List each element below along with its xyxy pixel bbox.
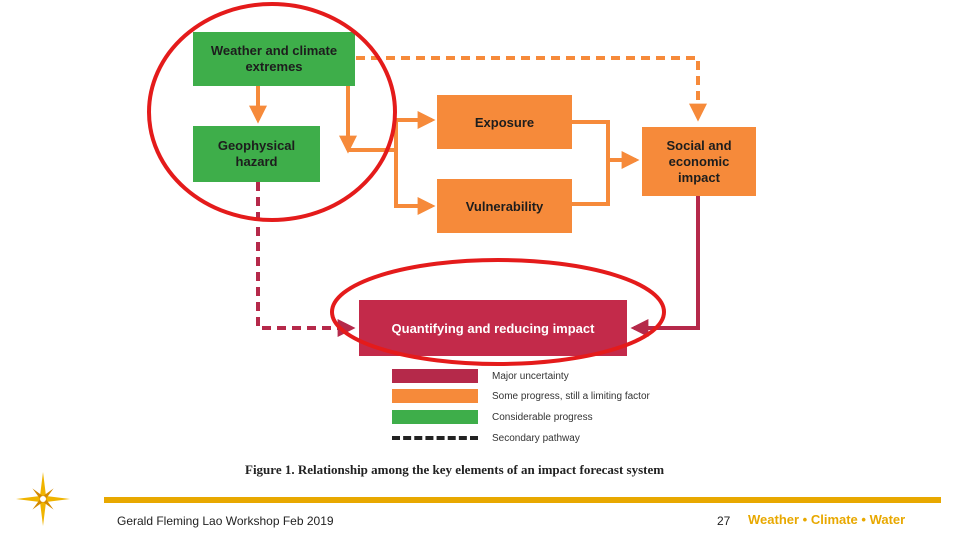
legend-label: Some progress, still a limiting factor [492,390,650,402]
footer-page-number: 27 [717,514,731,528]
dashed-weather-to-social [356,56,707,122]
legend-item-secondary-pathway: Secondary pathway [392,431,580,445]
footer-brand: Weather • Climate • Water [748,512,906,527]
figure-caption: Figure 1. Relationship among the key ele… [245,462,665,477]
legend-label: Secondary pathway [492,432,580,444]
node-exposure: Exposure [437,95,572,149]
node-weather-extremes: Weather and climate extremes [193,32,355,86]
legend-swatch-crimson [392,369,478,383]
legend-item-some-progress: Some progress, still a limiting factor [392,389,650,403]
legend-label: Considerable progress [492,411,593,423]
legend-label: Major uncertainty [492,370,569,382]
dashed-geophysical-to-quantifying [256,182,356,337]
arrow-to-exposure [348,111,436,152]
arrow-exposure-to-social [572,120,640,169]
legend-swatch-dashed [392,436,478,440]
footer-rule [104,497,941,503]
node-quantifying-reducing-impact: Quantifying and reducing impact [359,300,627,356]
footer-presenter: Gerald Fleming Lao Workshop Feb 2019 [117,514,334,528]
node-social-economic-impact: Social and economic impact [642,127,756,196]
legend-item-considerable-progress: Considerable progress [392,410,593,424]
legend-swatch-orange [392,389,478,403]
node-vulnerability: Vulnerability [437,179,572,233]
arrow-to-vulnerability [394,150,436,215]
legend-item-major-uncertainty: Major uncertainty [392,369,569,383]
node-geophysical-hazard: Geophysical hazard [193,126,320,182]
compass-star-icon [16,472,70,526]
arrow-social-to-quantifying [630,196,700,337]
line-vulnerability-to-social [572,160,610,206]
legend-swatch-green [392,410,478,424]
